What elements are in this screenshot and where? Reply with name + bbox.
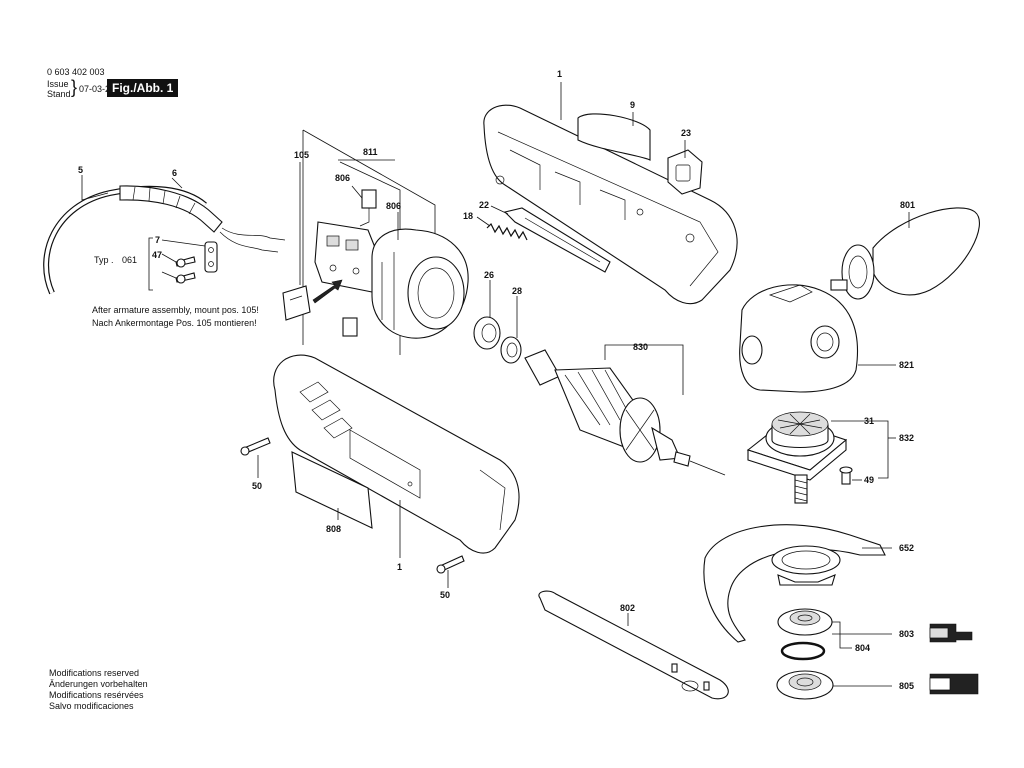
label-9: 9 — [630, 100, 635, 110]
label-plate-808 — [291, 451, 373, 529]
label-821: 821 — [899, 360, 914, 370]
housing-lower — [273, 354, 520, 554]
label-6: 6 — [172, 168, 177, 178]
armature — [524, 349, 726, 476]
label-22: 22 — [479, 200, 489, 210]
label-26: 26 — [484, 270, 494, 280]
window-cover-9 — [577, 113, 651, 161]
assembly-note-en: After armature assembly, mount pos. 105! — [92, 305, 259, 315]
footer-line-fr: Modifications resérvées — [49, 690, 144, 700]
footer-line-es: Salvo modificaciones — [49, 701, 134, 711]
label-652: 652 — [899, 543, 914, 553]
gear-housing — [739, 284, 859, 393]
label-801: 801 — [900, 200, 915, 210]
label-806-b: 806 — [386, 201, 401, 211]
label-830: 830 — [633, 342, 648, 352]
two-pin-spanner — [538, 590, 729, 700]
stand-label: Stand — [47, 89, 71, 99]
footer-line-en: Modifications reserved — [49, 668, 140, 678]
cord-clamp — [204, 241, 218, 273]
field-stator — [371, 228, 469, 339]
leader-lines — [81, 82, 910, 687]
power-cord — [43, 185, 207, 295]
typ-bracket — [148, 237, 153, 291]
screws-49 — [839, 466, 853, 485]
footer-line-de: Änderungen vorbehalten — [49, 679, 148, 689]
typ-code: 061 — [122, 255, 137, 265]
label-808: 808 — [326, 524, 341, 534]
label-50-lower: 50 — [440, 590, 450, 600]
label-28: 28 — [512, 286, 522, 296]
label-811: 811 — [363, 147, 378, 157]
brush-holder-plate — [314, 221, 377, 293]
cord-sleeve — [119, 185, 223, 233]
label-49: 49 — [864, 475, 874, 485]
label-5: 5 — [78, 165, 83, 175]
o-ring-804 — [780, 641, 826, 661]
label-18: 18 — [463, 211, 473, 221]
label-1-bottom: 1 — [397, 562, 402, 572]
label-1-top: 1 — [557, 69, 562, 79]
label-832: 832 — [899, 433, 914, 443]
label-806-a: 806 — [335, 173, 350, 183]
protection-guard — [703, 524, 886, 643]
figure-label: Fig./Abb. 1 — [107, 79, 179, 97]
typ-prefix: Typ . — [94, 255, 114, 265]
armature-bracket — [604, 344, 684, 395]
housing-upper — [483, 104, 738, 305]
screw-50-lower — [436, 555, 465, 574]
part-number: 0 603 402 003 — [47, 67, 105, 77]
spring-18 — [486, 222, 528, 241]
label-47: 47 — [152, 250, 162, 260]
label-105: 105 — [294, 150, 309, 160]
label-31: 31 — [864, 416, 874, 426]
cord-wires — [219, 227, 286, 253]
label-802: 802 — [620, 603, 635, 613]
mounting-flange-803 — [777, 608, 833, 636]
ring-26 — [473, 316, 501, 350]
bearing-flange — [746, 411, 848, 504]
label-804: 804 — [855, 643, 870, 653]
carbon-brush-top — [359, 189, 377, 227]
clamp-screws — [175, 256, 196, 284]
auxiliary-handle — [830, 207, 980, 300]
issue-date: 07-03-28 — [79, 84, 116, 94]
issue-label: Issue — [47, 79, 69, 89]
ball-bearing-28 — [500, 336, 522, 364]
nut-section-icon-805 — [929, 673, 979, 695]
assembly-note-de: Nach Ankermontage Pos. 105 montieren! — [92, 318, 257, 328]
switch-cap-23 — [667, 149, 703, 195]
modifications-notice: Modifications reserved Änderungen vorbeh… — [49, 668, 148, 712]
label-50-upper: 50 — [252, 481, 262, 491]
header-brace: } — [71, 77, 78, 97]
label-23: 23 — [681, 128, 691, 138]
suppressor-clip — [282, 285, 311, 321]
switch-slider-22 — [503, 207, 611, 273]
carbon-brush-bottom — [342, 317, 358, 337]
label-7: 7 — [155, 235, 160, 245]
screw-50-upper — [240, 437, 271, 456]
label-803: 803 — [899, 629, 914, 639]
clamping-nut-805 — [776, 670, 834, 700]
flange-section-icon-803 — [929, 623, 973, 643]
mount-arrow — [312, 279, 343, 304]
label-805: 805 — [899, 681, 914, 691]
